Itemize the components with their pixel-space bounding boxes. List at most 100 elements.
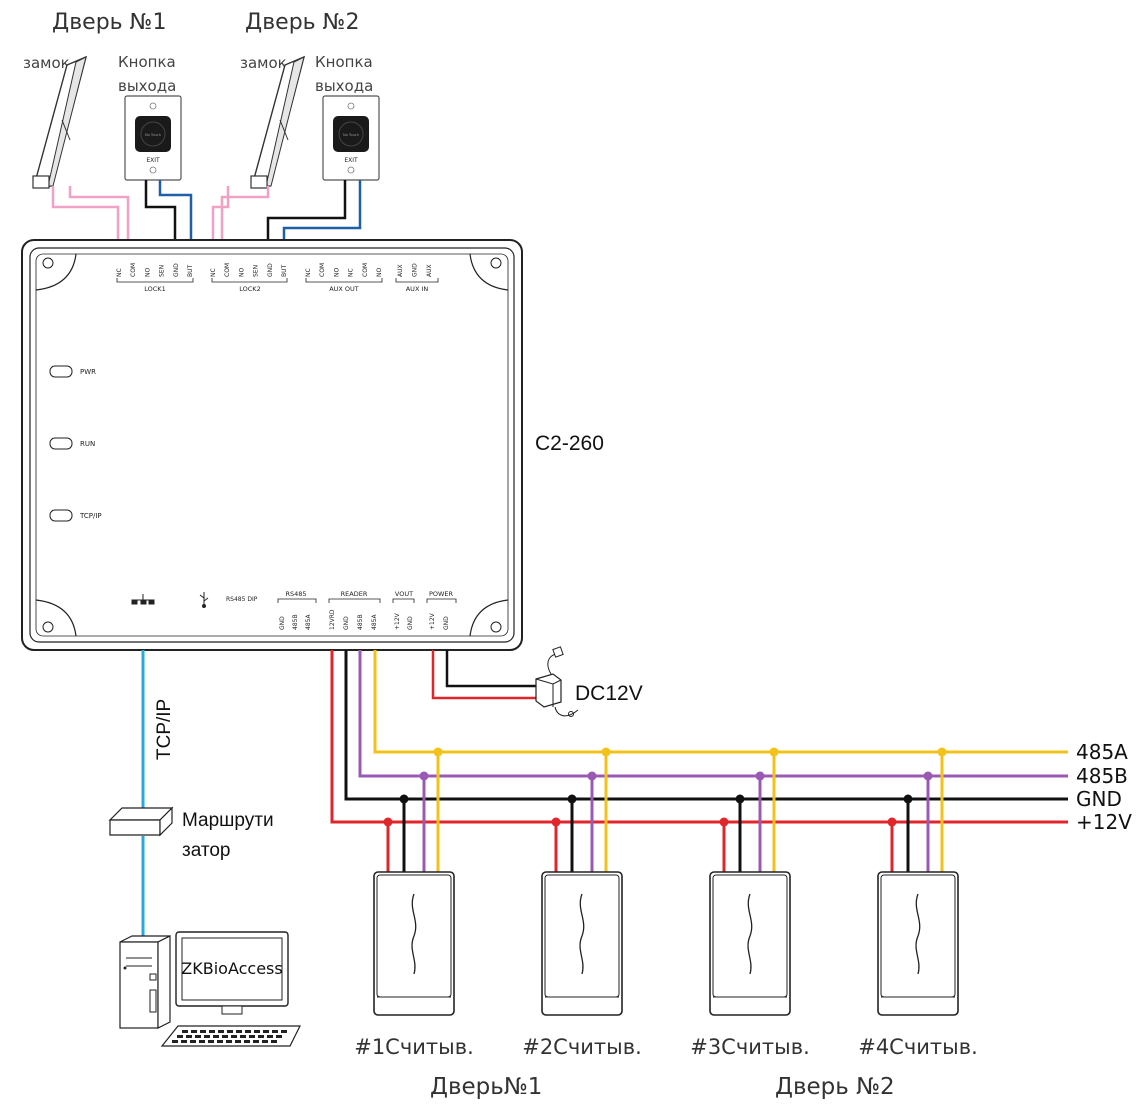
keyboard-key <box>186 1035 192 1038</box>
reader-3-junction-3 <box>769 747 779 757</box>
terminal-vout-plus12v-0: +12V <box>394 612 401 630</box>
terminal-group-lock2: LOCK2 <box>239 285 260 293</box>
keyboard-key <box>267 1035 273 1038</box>
terminal-group-aux-out: AUX OUT <box>329 285 359 293</box>
keyboard-key <box>190 1040 196 1043</box>
keyboard-key <box>195 1035 201 1038</box>
keyboard-key <box>253 1040 259 1043</box>
terminal-lock2-no-2: NO <box>238 268 245 277</box>
keyboard-key <box>236 1030 242 1033</box>
terminal-power-plus12v-0: +12V <box>429 612 436 630</box>
reader-4-label: #4Считыв. <box>858 1035 978 1059</box>
reader-door2-label: Дверь №2 <box>775 1074 895 1100</box>
keyboard-key <box>177 1035 183 1038</box>
terminal-reader-485a-3: 485A <box>371 614 378 630</box>
keyboard-key <box>244 1040 250 1043</box>
reader-door1-label: Дверь№1 <box>430 1074 542 1100</box>
reader-4-junction-3 <box>937 747 947 757</box>
keyboard-key <box>262 1040 268 1043</box>
keyboard-key <box>271 1040 277 1043</box>
controller-model: C2-260 <box>535 432 604 455</box>
terminal-aux-out-com-1: COM <box>319 263 326 277</box>
reader-1: #1Считыв. <box>354 747 474 1059</box>
router-label-2: затор <box>182 840 230 861</box>
router-icon <box>108 806 174 837</box>
terminal-group-lock1: LOCK1 <box>144 285 165 293</box>
keyboard-key <box>276 1035 282 1038</box>
led-pwr: PWR <box>49 365 96 378</box>
bus-label-485a: 485A <box>1076 740 1128 764</box>
bus-label-plus12v: +12V <box>1076 810 1132 834</box>
readers-group: #1Считыв.#2Считыв.#3Считыв.#4Считыв. <box>354 747 978 1059</box>
door1-lock <box>32 55 88 189</box>
keyboard-key <box>217 1040 223 1043</box>
reader-2-body <box>541 871 623 1016</box>
led-tcp: TCP/IP <box>49 509 102 522</box>
tcp-ip-label: TCP/IP <box>154 699 175 760</box>
reader-1-junction-3 <box>433 747 443 757</box>
bottom-terminal-brackets <box>277 598 457 603</box>
terminal-aux-out-no-2: NO <box>333 268 340 277</box>
led-run: RUN <box>49 437 95 450</box>
door1-exit-button: No Touch EXIT <box>124 95 182 181</box>
pc-tower <box>119 935 171 1029</box>
keyboard-key <box>258 1035 264 1038</box>
bus-label-485b: 485B <box>1076 764 1128 788</box>
reader-3-junction-1 <box>735 794 745 804</box>
software-label: ZKBioAccess <box>181 959 282 978</box>
door1-no-touch: No Touch <box>145 133 161 137</box>
door2-title: Дверь №2 <box>245 10 360 35</box>
terminal-group-reader: READER <box>341 590 368 598</box>
led-tcp-label: TCP/IP <box>79 512 102 520</box>
keyboard-key <box>213 1035 219 1038</box>
terminal-rs485-485b-1: 485B <box>292 614 299 630</box>
power-supply-label: DC12V <box>575 682 643 705</box>
terminal-rs485-485a-2: 485A <box>305 614 312 630</box>
terminal-lock2-nc-0: NC <box>210 268 217 277</box>
terminal-reader-485b-2: 485B <box>357 614 364 630</box>
keyboard-key <box>235 1040 241 1043</box>
power-adapter <box>535 646 579 717</box>
terminal-lock2-but-5: BUT <box>281 264 288 277</box>
keyboard-key <box>222 1035 228 1038</box>
keyboard-key <box>191 1030 197 1033</box>
router-label-1: Маршрути <box>182 810 274 831</box>
controller-box <box>21 239 523 651</box>
keyboard-key <box>182 1030 188 1033</box>
terminal-group-power: POWER <box>429 590 454 598</box>
door2-exit-label-2: выхода <box>315 77 373 95</box>
terminal-rs485-gnd-0: GND <box>279 616 286 630</box>
terminal-group-rs485: RS485 <box>285 590 306 598</box>
keyboard-key <box>254 1030 260 1033</box>
terminal-lock1-but-5: BUT <box>187 264 194 277</box>
keyboard-key <box>208 1040 214 1043</box>
keyboard-key <box>218 1030 224 1033</box>
terminal-lock1-sen-3: SEN <box>159 265 166 277</box>
reader-3-card-icon <box>747 893 753 975</box>
reader-1-junction-2 <box>419 771 429 781</box>
keyboard-key <box>227 1030 233 1033</box>
reader-2-junction-1 <box>567 794 577 804</box>
terminal-vout-gnd-1: GND <box>407 616 414 630</box>
reader-3-body <box>709 871 791 1016</box>
door2-lock-label: замок <box>240 54 287 72</box>
terminal-reader-gnd-1: GND <box>343 616 350 630</box>
keyboard-key <box>263 1030 269 1033</box>
door1-title: Дверь №1 <box>52 10 167 35</box>
terminal-aux-in-gnd-1: GND <box>412 263 419 277</box>
keyboard-icon <box>160 1025 301 1047</box>
led-run-label: RUN <box>80 440 95 448</box>
terminal-lock1-no-2: NO <box>144 268 151 277</box>
reader-3-junction-2 <box>755 771 765 781</box>
keyboard-key <box>172 1040 178 1043</box>
terminal-lock1-nc-0: NC <box>116 268 123 277</box>
keyboard-key <box>249 1035 255 1038</box>
terminal-lock2-com-1: COM <box>224 263 231 277</box>
top-terminal-brackets <box>116 278 439 283</box>
reader-4-body <box>877 871 959 1016</box>
keyboard-key <box>199 1040 205 1043</box>
